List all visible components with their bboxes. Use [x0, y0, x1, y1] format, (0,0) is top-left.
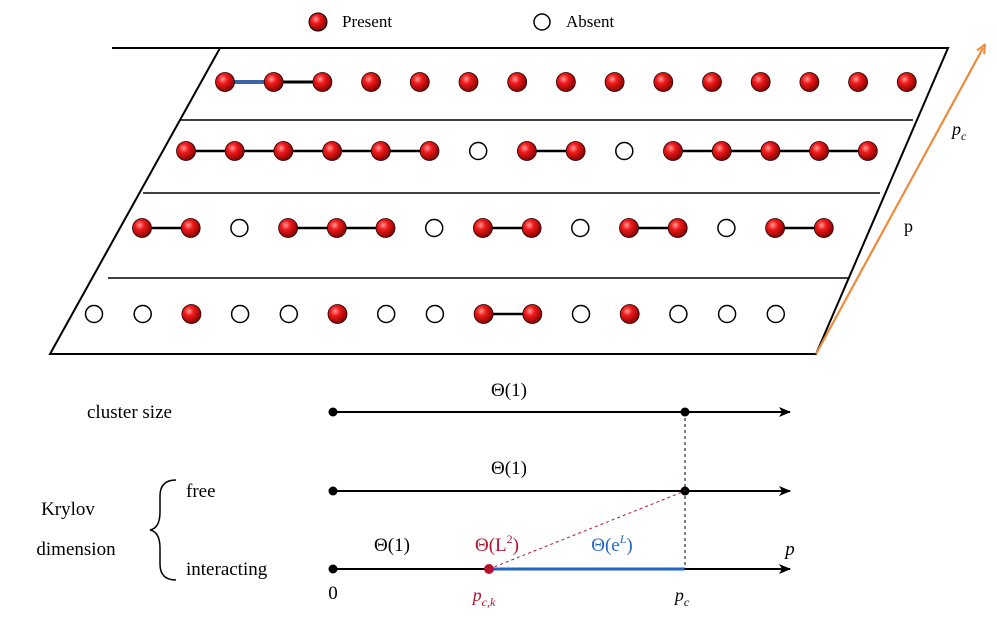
present-legend-label: Present	[342, 12, 392, 31]
present-site	[326, 218, 347, 238]
present-site	[619, 304, 640, 324]
present-site	[760, 141, 781, 161]
absent-site	[84, 304, 104, 324]
interacting-start-dot	[328, 564, 338, 574]
pc-label: pc	[673, 585, 690, 609]
krylov-label: Krylov	[41, 499, 95, 520]
present-site	[857, 141, 878, 161]
present-site	[556, 72, 576, 92]
absent-site	[230, 304, 250, 324]
present-site	[750, 72, 771, 92]
free-theta: Θ(1)	[491, 458, 527, 479]
present-site	[711, 141, 732, 161]
present-site	[799, 72, 820, 92]
present-site	[224, 141, 245, 161]
present-site	[473, 304, 494, 324]
absent-site	[717, 304, 737, 324]
present-site	[896, 72, 917, 92]
present-site	[472, 218, 493, 238]
present-site	[507, 72, 528, 92]
cluster-size-start-dot	[328, 407, 338, 417]
free-label: free	[186, 481, 216, 502]
interacting-label: interacting	[186, 559, 268, 580]
absent-site	[424, 218, 444, 238]
present-site	[667, 218, 688, 238]
cluster-size-label: cluster size	[87, 402, 172, 423]
absent-site	[615, 141, 634, 161]
p-axis-label: p	[904, 216, 913, 236]
present-site	[517, 141, 537, 161]
present-site	[809, 141, 829, 161]
present-site	[522, 304, 543, 324]
present-site	[263, 72, 284, 92]
absent-site	[717, 218, 736, 238]
present-site	[604, 72, 625, 92]
present-site	[181, 304, 202, 324]
present-site	[458, 72, 479, 92]
lattice-frame	[48, 47, 950, 355]
present-site	[215, 72, 235, 92]
absent-site	[425, 304, 445, 324]
axis-p-label: p	[783, 539, 795, 560]
present-site	[312, 72, 333, 92]
cluster-size-theta: Θ(1)	[491, 380, 527, 401]
interacting-theta-high: Θ(eL)	[591, 532, 633, 556]
present-site	[327, 304, 348, 324]
present-site	[278, 218, 299, 238]
absent-site	[279, 304, 299, 324]
present-site	[132, 218, 152, 238]
present-site	[765, 218, 785, 238]
absent-legend-marker	[533, 13, 551, 31]
present-site	[848, 72, 868, 92]
present-site	[370, 141, 391, 161]
absent-site	[230, 218, 249, 238]
axis-zero-label: 0	[328, 583, 338, 604]
interacting-theta-low: Θ(1)	[374, 535, 410, 556]
krylov-brace	[149, 479, 177, 581]
present-site	[653, 72, 674, 92]
present-site	[521, 218, 542, 238]
absent-site	[133, 304, 152, 324]
lattice-rows	[84, 72, 917, 324]
absent-legend-label: Absent	[566, 12, 614, 31]
present-site	[361, 72, 382, 92]
pc-axis-label: pc	[950, 119, 967, 143]
scaling-diagram: cluster size Θ(1) Krylov dimension free …	[36, 380, 794, 609]
legend: Present Absent	[308, 12, 614, 32]
absent-site	[376, 304, 396, 324]
present-site	[409, 72, 430, 92]
p-direction-arrow	[815, 48, 983, 355]
present-site	[663, 141, 683, 161]
present-site	[702, 72, 722, 92]
absent-site	[571, 218, 590, 238]
pck-label: pc,k	[471, 585, 496, 609]
present-site	[180, 218, 201, 238]
absent-site	[669, 304, 688, 324]
present-site	[375, 218, 396, 238]
absent-site	[468, 141, 488, 161]
dimension-label: dimension	[36, 539, 116, 560]
present-site	[322, 141, 343, 161]
present-site	[273, 141, 294, 161]
present-site	[419, 141, 440, 161]
present-site	[619, 218, 639, 238]
present-site	[565, 141, 586, 161]
free-start-dot	[328, 486, 338, 496]
absent-site	[766, 304, 786, 324]
present-legend-marker	[308, 12, 328, 32]
present-site	[176, 141, 196, 161]
pck-to-pc-guide	[488, 490, 686, 570]
present-site	[813, 218, 834, 238]
interacting-theta-mid: Θ(L2)	[475, 532, 519, 556]
absent-site	[571, 304, 591, 324]
